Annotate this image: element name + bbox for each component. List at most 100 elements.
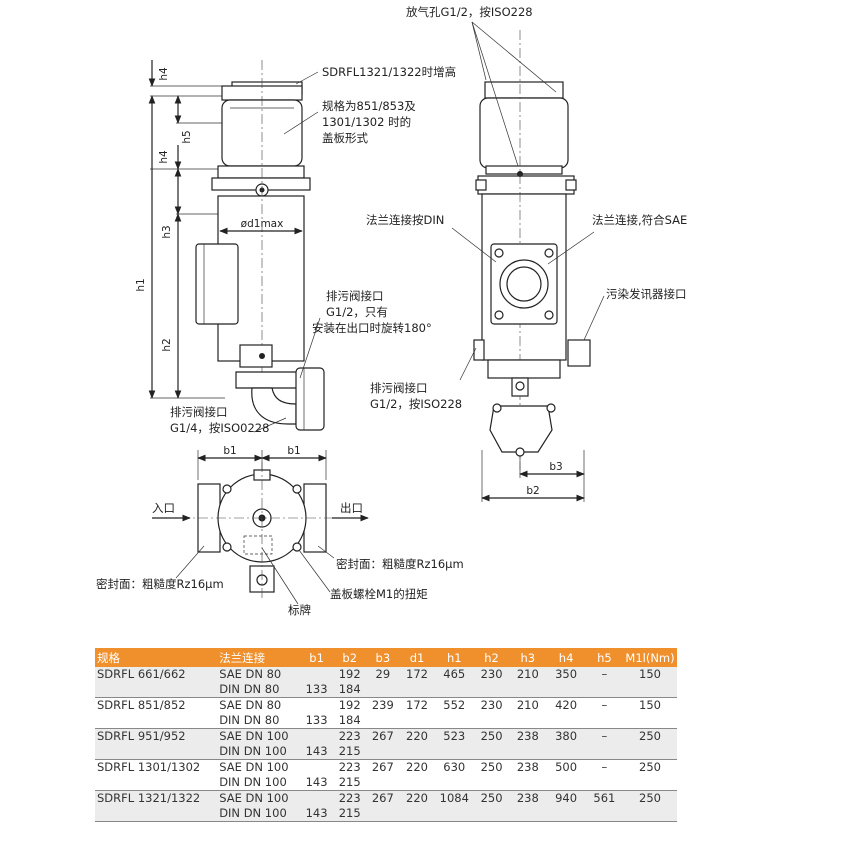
- table-cell: 420: [555, 698, 578, 712]
- technical-drawing: h4 h5 h4 h3 h1 h2 ød1max: [96, 5, 687, 617]
- table-cell: [623, 713, 677, 729]
- table-cell: 143: [300, 744, 334, 760]
- table-cell: 238: [516, 760, 539, 774]
- table-cell: SAE DN 80: [219, 698, 282, 712]
- table-cell: DIN DN 100: [217, 775, 301, 791]
- table-cell: 29: [366, 667, 400, 682]
- table-cell: [95, 682, 218, 698]
- table-cell: [95, 806, 218, 822]
- dim-b3: b3: [549, 461, 562, 473]
- table-cell: [300, 790, 334, 806]
- table-cell: [473, 806, 510, 822]
- dim-d1: ød1max: [241, 218, 284, 230]
- table-cell: [546, 775, 586, 791]
- table-cell: [434, 806, 474, 822]
- table-header-cell: 法兰连接: [217, 648, 301, 667]
- table-cell: SAE DN 80: [217, 667, 301, 682]
- callout-drain-left-2: G1/4，按ISO0228: [170, 421, 269, 435]
- table-cell: 223: [333, 728, 367, 744]
- table-cell: [546, 682, 586, 698]
- table-cell: 561: [585, 790, 624, 806]
- table-cell: 238: [509, 790, 547, 806]
- table-cell: 250: [480, 760, 503, 774]
- dim-h1: h1: [135, 278, 147, 291]
- table-cell: [399, 806, 435, 822]
- table-cell: 133: [300, 682, 334, 698]
- table-cell: 215: [333, 744, 367, 760]
- dim-h4-top: h4: [158, 67, 170, 81]
- table-cell: 215: [333, 775, 367, 791]
- table-cell: 230: [473, 667, 510, 682]
- callouts: 放气孔G1/2，按ISO228 SDRFL1321/1322时增高 规格为851…: [96, 5, 687, 617]
- dim-h2: h2: [161, 338, 173, 351]
- table-cell: [585, 775, 624, 791]
- callout-inlet: 入口: [152, 501, 175, 515]
- dim-b1-right: b1: [287, 445, 300, 457]
- table-cell: 192: [338, 698, 361, 712]
- table-cell: [509, 806, 547, 822]
- table-cell: [434, 713, 474, 729]
- table-cell: [473, 744, 510, 760]
- table-cell: 465: [434, 667, 474, 682]
- table-header-cell: h4: [546, 648, 586, 667]
- callout-cover-note-2: 1301/1302 时的: [322, 115, 411, 129]
- dim-h4-mid: h4: [158, 150, 170, 164]
- table-cell: SDRFL 951/952: [95, 728, 218, 744]
- table-cell: [95, 775, 218, 791]
- table-cell: 250: [473, 790, 510, 806]
- table-cell: 210: [516, 698, 539, 712]
- table-cell: 133: [300, 713, 334, 729]
- table-cell: –: [585, 667, 624, 682]
- table-cell: [366, 682, 400, 698]
- table-cell: [434, 682, 474, 698]
- table-cell: 150: [639, 698, 661, 712]
- table-header-cell: h5: [585, 648, 624, 667]
- table-cell: 172: [406, 698, 428, 712]
- table-cell: 220: [399, 790, 435, 806]
- front-view: b3 b2: [473, 30, 591, 502]
- table-cell: [366, 744, 400, 760]
- callout-flange-din: 法兰连接按DIN: [366, 213, 444, 227]
- table-header-cell: 规格: [95, 648, 218, 667]
- table-cell: [509, 682, 547, 698]
- table-cell: 267: [371, 760, 394, 774]
- table-cell: 220: [399, 728, 435, 744]
- callout-drain-mid-2: G1/2，按ISO228: [370, 397, 462, 411]
- table-cell: 184: [333, 682, 367, 698]
- table-cell: 380: [546, 728, 586, 744]
- table-cell: SAE DN 100: [217, 790, 301, 806]
- table-cell: 250: [623, 790, 677, 806]
- table-cell: –: [601, 760, 608, 774]
- table-cell: [399, 682, 435, 698]
- table-cell: 1084: [434, 790, 474, 806]
- side-view: h4 h5 h4 h3 h1 h2 ød1max: [135, 60, 325, 431]
- table-cell: 143: [300, 806, 334, 822]
- table-cell: 223: [338, 760, 361, 774]
- table-cell: 210: [509, 667, 547, 682]
- table-cell: [366, 775, 400, 791]
- table-cell: [585, 806, 624, 822]
- table-cell: 523: [434, 728, 474, 744]
- callout-sensor-port: 污染发讯器接口: [606, 287, 687, 301]
- table-cell: 239: [371, 698, 394, 712]
- table-cell: [366, 713, 400, 729]
- table-cell: SDRFL 1301/1302: [97, 760, 201, 774]
- table-header-cell: M1l(Nm): [623, 648, 677, 667]
- table-cell: 184: [333, 713, 367, 729]
- table-cell: –: [601, 698, 608, 712]
- table-header-cell: b1: [300, 648, 334, 667]
- table-header-cell: h3: [509, 648, 547, 667]
- table-cell: 250: [639, 760, 661, 774]
- table-cell: 630: [443, 760, 466, 774]
- callout-seal-left: 密封面：粗糙度Rz16μm: [96, 577, 224, 591]
- table-cell: [585, 713, 624, 729]
- table-cell: 143: [300, 775, 334, 791]
- callout-nameplate: 标牌: [288, 603, 311, 617]
- table-cell: [623, 744, 677, 760]
